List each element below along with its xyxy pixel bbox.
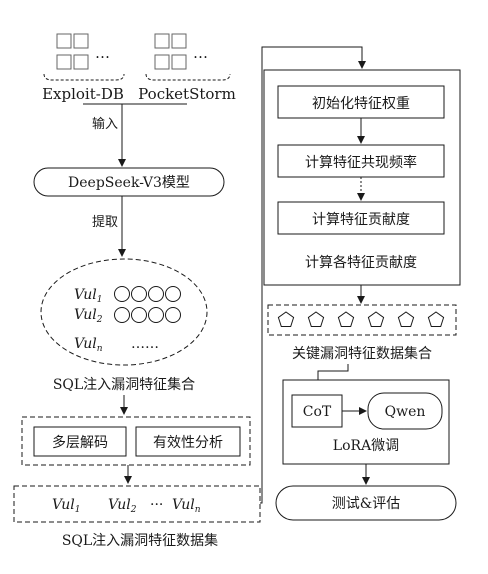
source-pocketstorm: PocketStorm xyxy=(138,85,236,103)
pentagon-icon xyxy=(427,311,445,327)
multi-decode-label: 多层解码 xyxy=(52,434,108,451)
feature-circles-row1 xyxy=(114,286,181,302)
feature-vuln: Vuln xyxy=(74,336,103,354)
feature-circles-row2 xyxy=(114,307,181,323)
pentagon-icon xyxy=(337,311,355,327)
pocketstorm-ellipsis: … xyxy=(193,44,208,62)
key-dataset-caption: 关键漏洞特征数据集合 xyxy=(292,345,432,362)
dataset-to-contribution-arrow xyxy=(260,46,366,504)
dataset-vul2: Vul2 xyxy=(108,497,137,515)
multi-decode-box xyxy=(33,426,127,457)
dataset-dots: ··· xyxy=(150,497,163,513)
source-exploit-db: Exploit-DB xyxy=(42,85,124,103)
pentagon-icon xyxy=(307,311,325,327)
contribution-degree-box xyxy=(277,201,445,235)
dataset-vul1: Vul1 xyxy=(52,497,80,515)
deepseek-model-label: DeepSeek-V3模型 xyxy=(68,175,190,191)
eval-box xyxy=(275,485,457,521)
pocketstorm-icon: … xyxy=(145,33,231,81)
exploit-db-ellipsis: … xyxy=(95,44,110,62)
dataset-box xyxy=(13,485,261,523)
feature-set-caption: SQL注入漏洞特征集合 xyxy=(53,376,195,393)
exploit-db-icon: … xyxy=(43,33,125,81)
pentagon-icon xyxy=(367,311,385,327)
pentagon-icon xyxy=(277,311,295,327)
deepseek-model-box xyxy=(33,167,225,197)
qwen-box xyxy=(367,392,443,430)
dataset-caption: SQL注入漏洞特征数据集 xyxy=(62,532,218,549)
input-label: 输入 xyxy=(92,116,118,132)
feature-vul2: Vul2 xyxy=(74,307,103,325)
validity-box xyxy=(135,426,241,457)
lora-caption: LoRA微调 xyxy=(333,438,399,454)
pentagon-icon xyxy=(397,311,415,327)
feature-dots: …… xyxy=(131,336,159,352)
key-feature-pentagons xyxy=(277,311,445,327)
extract-label: 提取 xyxy=(92,214,118,230)
init-weights-label: 初始化特征权重 xyxy=(312,95,410,112)
cooccurrence-label: 计算特征共现频率 xyxy=(305,154,417,171)
feature-vul1: Vul1 xyxy=(74,287,102,305)
contribution-caption: 计算各特征贡献度 xyxy=(305,255,417,271)
eval-label: 测试&评估 xyxy=(332,496,400,512)
init-weights-box xyxy=(277,85,445,119)
validity-label: 有效性分析 xyxy=(153,435,223,451)
decode-group xyxy=(21,416,251,466)
dataset-vuln: Vuln xyxy=(172,497,201,515)
key-dataset-box xyxy=(267,304,457,336)
cooccurrence-box xyxy=(277,144,445,178)
contribution-degree-label: 计算特征贡献度 xyxy=(312,212,410,228)
cot-box xyxy=(291,394,343,428)
qwen-label: Qwen xyxy=(385,404,426,420)
cot-label: CoT xyxy=(303,404,332,420)
